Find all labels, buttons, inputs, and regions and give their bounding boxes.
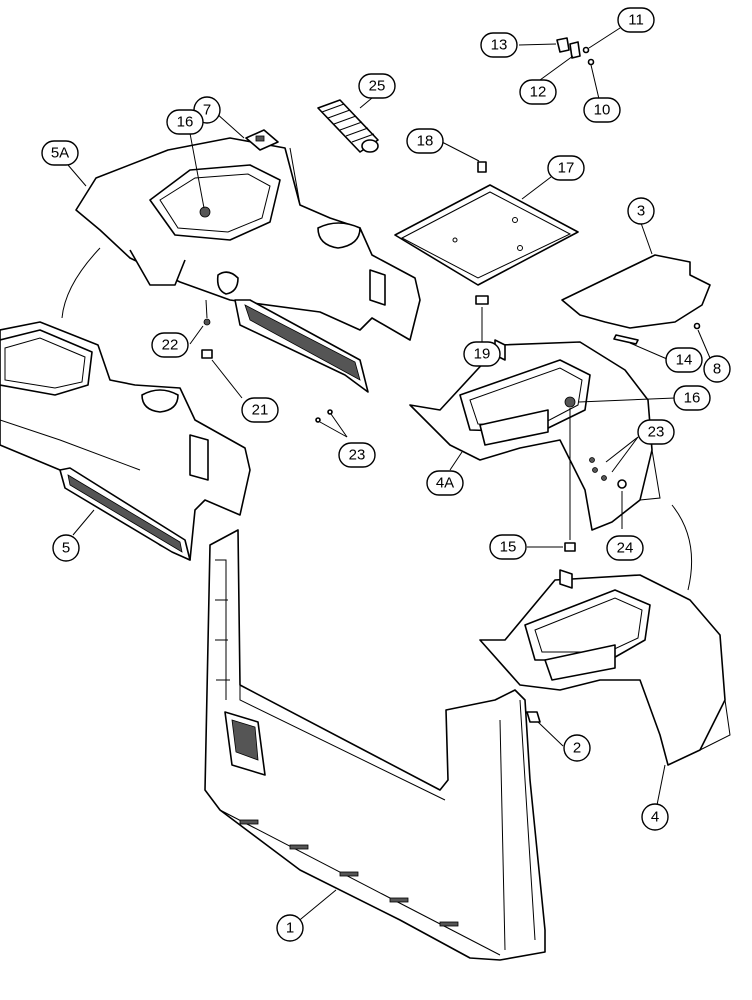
callout-23-right-label: 23 xyxy=(648,424,665,441)
part-4-floor-section xyxy=(479,569,731,766)
callout-25: 25 xyxy=(358,73,396,99)
callout-22-label: 22 xyxy=(162,337,179,354)
callout-24-label: 24 xyxy=(617,540,634,557)
callout-18-label: 18 xyxy=(417,133,434,150)
part-18-bolt xyxy=(477,161,487,173)
part-25-hose xyxy=(317,99,379,153)
callout-12-label: 12 xyxy=(530,84,547,101)
callout-1: 1 xyxy=(276,914,304,942)
callout-19-label: 19 xyxy=(474,346,491,363)
callout-15-label: 15 xyxy=(500,539,517,556)
callout-4a: 4A xyxy=(426,470,464,496)
callout-1-label: 1 xyxy=(286,920,294,937)
callouts: 1 2 3 4 4A 5 5A 7 xyxy=(41,7,731,942)
callout-13: 13 xyxy=(480,32,518,58)
callout-19: 19 xyxy=(463,341,501,367)
callout-16-left-label: 16 xyxy=(177,114,194,131)
callout-11-label: 11 xyxy=(628,12,644,29)
callout-14-label: 14 xyxy=(676,352,693,369)
callout-18: 18 xyxy=(406,128,444,154)
part-5-floor-pan xyxy=(0,321,251,561)
callout-23-left-label: 23 xyxy=(349,447,366,464)
callout-15: 15 xyxy=(489,534,527,560)
callout-7-label: 7 xyxy=(203,102,211,119)
callout-8-label: 8 xyxy=(713,361,721,378)
callout-3: 3 xyxy=(627,197,655,225)
callout-25-label: 25 xyxy=(369,78,386,95)
callout-10-label: 10 xyxy=(594,102,611,119)
callout-23-right: 23 xyxy=(637,419,675,445)
callout-24: 24 xyxy=(606,535,644,561)
callout-4-label: 4 xyxy=(651,809,659,826)
part-13-bracket xyxy=(556,37,570,53)
callout-8: 8 xyxy=(703,355,731,383)
callout-17-label: 17 xyxy=(558,160,575,177)
callout-16-left: 16 xyxy=(166,109,204,135)
callout-11: 11 xyxy=(617,7,655,33)
callout-4a-label: 4A xyxy=(436,475,454,492)
panel-bottom-teeth xyxy=(239,819,459,927)
callout-10: 10 xyxy=(583,97,621,123)
part-5a-floor-pan xyxy=(75,137,421,393)
callout-13-label: 13 xyxy=(491,37,508,54)
callout-21-label: 21 xyxy=(252,402,269,419)
callout-5a: 5A xyxy=(41,140,79,166)
callout-22: 22 xyxy=(151,332,189,358)
callout-17: 17 xyxy=(547,155,585,181)
leader-lines xyxy=(67,27,711,929)
part-4a-floor-section xyxy=(409,339,661,531)
callout-5-label: 5 xyxy=(62,540,70,557)
callout-14: 14 xyxy=(665,347,703,373)
connector-arc-left xyxy=(61,247,101,319)
part-17-floor-plate xyxy=(394,184,579,286)
part-14-clip xyxy=(613,334,639,345)
callout-2-label: 2 xyxy=(573,740,581,757)
part-19-nut xyxy=(475,295,489,305)
callout-16-right-label: 16 xyxy=(684,390,701,407)
part-3-mat xyxy=(561,254,711,329)
callout-16-right: 16 xyxy=(673,385,711,411)
callout-23-left: 23 xyxy=(338,442,376,468)
callout-5a-label: 5A xyxy=(51,145,69,162)
part-12-bracket xyxy=(569,41,581,59)
callout-12: 12 xyxy=(519,79,557,105)
callout-4: 4 xyxy=(641,803,669,831)
part-1-front-panel xyxy=(204,529,546,961)
callout-21: 21 xyxy=(241,397,279,423)
small-hardware xyxy=(201,37,701,723)
callout-3-label: 3 xyxy=(637,203,645,220)
connector-arc-right xyxy=(671,504,693,591)
callout-5: 5 xyxy=(52,534,80,562)
callout-2: 2 xyxy=(563,734,591,762)
